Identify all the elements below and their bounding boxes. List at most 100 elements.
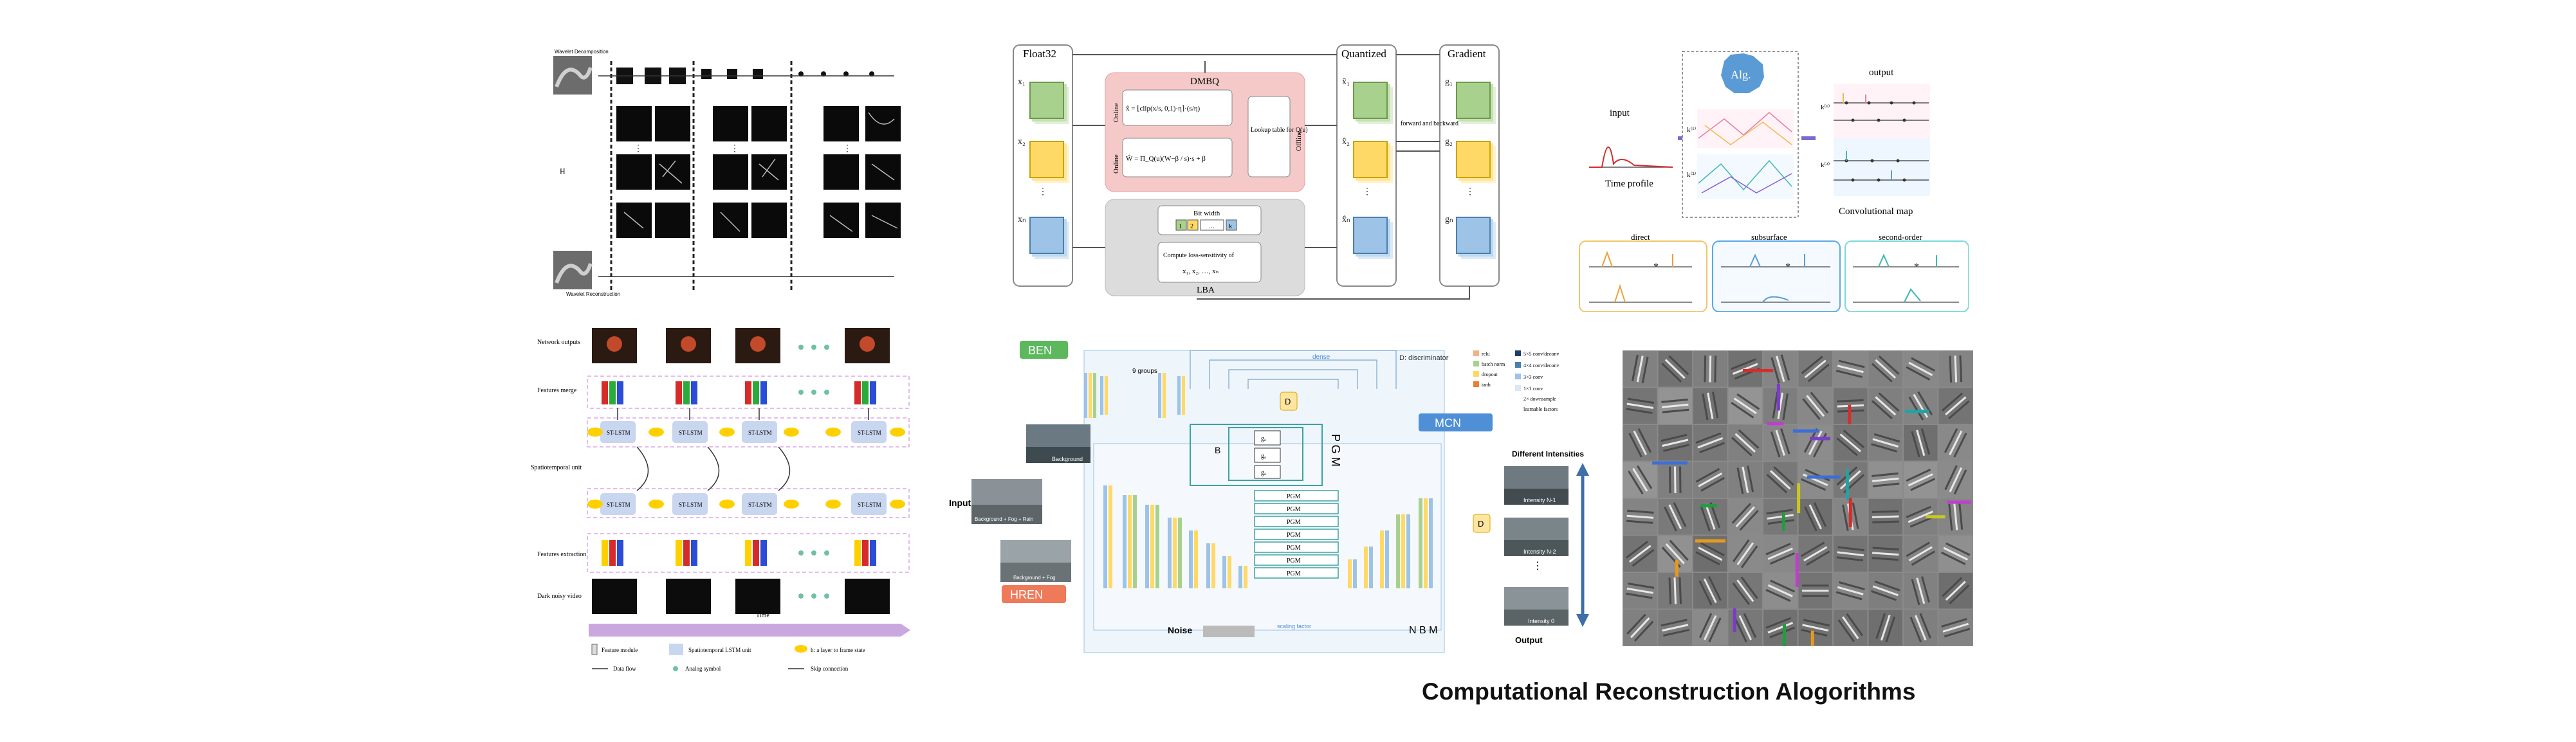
svg-text:*: *: [1914, 262, 1919, 273]
cell-label-1: ST-LSTM: [607, 430, 630, 436]
input-label: Input: [949, 498, 971, 508]
legend-skip-connection: Skip connection: [811, 665, 849, 672]
bitwidth-label: Bit width: [1193, 210, 1220, 217]
filter-tile: [1904, 462, 1938, 498]
filter-tile: [1868, 351, 1902, 387]
filter-tile: [1834, 573, 1868, 609]
d-label-2: D: [1478, 519, 1484, 529]
legend-right-2: 4×4 conv/deconv: [1523, 363, 1559, 368]
filter-tile: [1693, 610, 1727, 646]
subsurface-title: subsurface: [1751, 232, 1787, 242]
filter-tile: [1938, 351, 1973, 387]
mcn-tag: [1419, 413, 1493, 431]
ben-tag: [1020, 341, 1068, 359]
filter-tile: [1798, 573, 1832, 609]
hren-tag: [1002, 585, 1066, 603]
mcn-label: MCN: [1435, 417, 1461, 430]
kout-label-2: k⁽²⁾: [1821, 161, 1830, 169]
compute-vars: x₁, x₂, …, xₙ: [1182, 267, 1219, 275]
filter-tile: [1938, 499, 1973, 535]
lookup-label: Lookup table for Q(u): [1251, 127, 1308, 134]
filter-tile: [1728, 573, 1762, 609]
xq-label-2: x̂₂: [1342, 137, 1350, 147]
filter-tile: [1623, 462, 1657, 498]
filter-tile: [1904, 610, 1938, 646]
svg-text:⋮: ⋮: [1532, 561, 1543, 572]
compute-label: Compute loss-sensitivity of: [1163, 252, 1235, 259]
second-order-title: second-order: [1879, 232, 1923, 242]
filter-tile: [1658, 351, 1692, 387]
filter-tile: [1938, 388, 1973, 424]
online-label-2: Online: [1112, 154, 1120, 174]
filter-tile: [1834, 351, 1868, 387]
filter-tile: [1623, 499, 1657, 535]
filter-tile: [1938, 462, 1973, 498]
intensity-label-1: Intensity N-1: [1523, 497, 1556, 503]
svg-text:*: *: [1653, 262, 1659, 273]
pgm-row-4: PGM: [1287, 532, 1301, 539]
filter-tile: [1623, 536, 1657, 572]
filter-tile: [1623, 388, 1657, 424]
gabor-filter-grid: [1623, 350, 1973, 663]
legend-dropout: dropout: [1482, 372, 1498, 377]
filter-tile: [1658, 536, 1692, 572]
offline-label: Offline: [1295, 131, 1303, 151]
float32-title: Float32: [1023, 48, 1056, 60]
filter-tile: [1938, 610, 1973, 646]
filter-tile: [1798, 462, 1832, 498]
quantized-title: Quantized: [1341, 48, 1386, 60]
bg-fog-rain-label: Background + Fog + Rain: [975, 516, 1033, 522]
lba-title: LBA: [1197, 285, 1215, 295]
x-label-2: x₂: [1018, 137, 1026, 147]
xq-label-3: ⋮: [1363, 187, 1372, 197]
filter-tile: [1868, 499, 1902, 535]
g-label-2: gₐ: [1261, 453, 1266, 460]
cell-label-2: ST-LSTM: [679, 430, 703, 436]
pgm-row-3: PGM: [1287, 519, 1301, 526]
different-intensities: Different Intensities: [1512, 449, 1584, 458]
filter-tile: [1728, 499, 1762, 535]
forward-label: forward and backward: [1401, 120, 1458, 127]
ben-pgm-diagram: BEN HREN MCN 9 groups dense D: discrimin…: [949, 341, 1589, 653]
legend-relu: relu: [1482, 351, 1489, 357]
filter-tile: [1658, 610, 1692, 646]
filter-tile: [1868, 388, 1902, 424]
cell-label-4: ST-LSTM: [858, 430, 881, 436]
legend-right-4: 1×1 conv: [1523, 386, 1543, 392]
g-label-1: gₐ: [1261, 435, 1266, 442]
filter-tile: [1834, 610, 1868, 646]
filter-tile: [1763, 573, 1798, 609]
legend-stlstm-unit: Spatiotemporal LSTM unit: [688, 647, 751, 653]
filter-tile: [1834, 462, 1868, 498]
alg-label: Alg.: [1731, 68, 1751, 81]
filter-tile: [1798, 536, 1832, 572]
filter-tile: [1904, 536, 1938, 572]
filter-tile: [1868, 536, 1902, 572]
st-lstm-panel: Network outputs Features merge Spatiotem…: [531, 325, 917, 675]
svg-text:*: *: [1785, 262, 1790, 273]
pgm-row-1: PGM: [1287, 493, 1301, 500]
row-label-extraction: Features extraction: [537, 551, 586, 558]
pgm-side-label: P G M: [1329, 434, 1342, 467]
bitwidth-cell-3: …: [1208, 223, 1215, 230]
intensity-label-2: Intensity N-2: [1523, 548, 1556, 555]
legend-data-flow: Data flow: [613, 665, 636, 672]
xq-label-1: x̂₁: [1342, 77, 1350, 87]
filter-tile: [1798, 351, 1832, 387]
xq-label-4: x̂ₙ: [1342, 215, 1350, 224]
input-label: input: [1610, 108, 1630, 118]
gradient-stacks: [1456, 82, 1495, 275]
decoder-bars: [1348, 498, 1433, 588]
d-label-1: D: [1285, 397, 1291, 406]
noise-label: Noise: [1168, 625, 1192, 635]
filter-tile: [1868, 573, 1902, 609]
filter-tile: [1763, 425, 1798, 461]
filter-tile: [1728, 388, 1762, 424]
wavelet-diagram: Wavelet Decomposition Wavelet Reconstruc…: [553, 49, 901, 297]
bitwidth-cell-4: k: [1229, 223, 1232, 230]
bitwidth-cell-1: 1: [1179, 223, 1182, 230]
legend-h-state: h: a layer to frame state: [811, 647, 865, 653]
dmbq-title: DMBQ: [1190, 77, 1219, 87]
pgm-row-7: PGM: [1287, 570, 1301, 577]
output-label: output: [1869, 68, 1894, 78]
